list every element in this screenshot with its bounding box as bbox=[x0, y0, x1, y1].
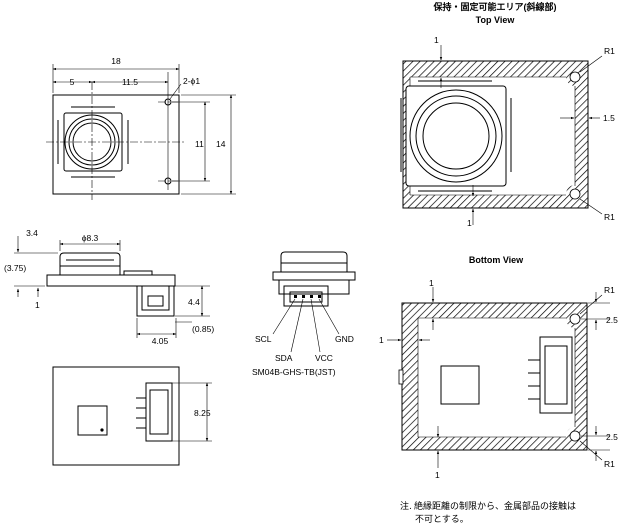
bottom-view-dim-1-left: 1 bbox=[379, 335, 384, 345]
bottom-view-connector bbox=[539, 336, 573, 414]
dim-4-4-label: 4.4 bbox=[188, 297, 200, 307]
top-view-heading-jp: 保持・固定可能エリア(斜線部) bbox=[433, 1, 557, 12]
bottom-view-inner-edges bbox=[417, 317, 576, 438]
top-view-dim-1-bottom: 1 bbox=[467, 218, 472, 228]
pin-vcc-label: VCC bbox=[315, 353, 333, 363]
front-sensor-ring-mid bbox=[68, 118, 116, 166]
bottom-view-chip bbox=[440, 365, 480, 405]
front-sensor-pads bbox=[57, 106, 129, 178]
bottom-view-connector-inner bbox=[544, 345, 568, 405]
dim-phi-8-3-label: ϕ8.3 bbox=[82, 233, 99, 243]
side-view: 3.4 (3.75) ϕ8.3 1 4.4 (0.85) 4.05 bbox=[4, 228, 214, 346]
top-view-ring-inner bbox=[422, 102, 490, 170]
pin-gnd-label: GND bbox=[335, 334, 354, 344]
conn-pcb bbox=[272, 271, 356, 281]
top-view-hole-bottom bbox=[569, 188, 581, 200]
dim-11-5-label: 11.5 bbox=[122, 77, 138, 87]
dim-8-25-label: 8.25 bbox=[194, 408, 211, 418]
top-view-heading: Top View bbox=[476, 15, 516, 25]
bottom-view-hole-bottom bbox=[569, 430, 581, 442]
dim-4-05-label: 4.05 bbox=[152, 336, 169, 346]
bottom-view-dim-2-5-bottom: 2.5 bbox=[606, 432, 618, 442]
back-pcb-outline bbox=[52, 366, 180, 466]
bottom-view-dim-1-top: 1 bbox=[429, 278, 434, 288]
bottom-view-hole-top bbox=[569, 313, 581, 325]
top-view-outline bbox=[402, 60, 589, 209]
back-connector bbox=[145, 382, 173, 442]
top-view: 保持・固定可能エリア(斜線部) Top View 1 1 1.5 R1 R1 bbox=[400, 1, 615, 228]
footnote-label: 注. bbox=[400, 502, 412, 512]
pin-scl-label: SCL bbox=[255, 334, 272, 344]
bottom-view-r1-top: R1 bbox=[604, 285, 615, 295]
dim-1-label: 1 bbox=[35, 300, 40, 310]
bottom-view-dim-2-5-top: 2.5 bbox=[606, 315, 618, 325]
side-connector bbox=[136, 285, 175, 317]
dim-3-75-label: (3.75) bbox=[4, 263, 26, 273]
bottom-view-dim-1-bottom: 1 bbox=[435, 470, 440, 480]
hole-callout: 2-ϕ1 bbox=[183, 76, 200, 86]
side-component bbox=[123, 270, 153, 276]
top-view-r1-bottom: R1 bbox=[604, 212, 615, 222]
bottom-view-heading: Bottom View bbox=[469, 255, 524, 265]
bottom-view-connector-pins bbox=[528, 359, 540, 400]
bottom-view-edge-notch bbox=[398, 369, 404, 385]
back-chip bbox=[77, 405, 108, 436]
bottom-view: Bottom View 1 1 1 2.5 2.5 R1 bbox=[379, 255, 618, 480]
conn-housing-slot bbox=[289, 291, 323, 303]
side-pcb bbox=[46, 274, 176, 287]
conn-sensor-body bbox=[280, 251, 348, 272]
dim-3-4-label: 3.4 bbox=[26, 228, 38, 238]
dim-14-label: 14 bbox=[216, 139, 226, 149]
front-view: 18 5 11.5 2-ϕ1 11 14 bbox=[46, 56, 236, 200]
top-view-inner-edges bbox=[409, 76, 576, 196]
dim-18-label: 18 bbox=[111, 56, 121, 66]
conn-pins bbox=[294, 295, 321, 298]
top-view-sensor-pads bbox=[400, 80, 512, 192]
side-sensor-lines bbox=[60, 259, 120, 267]
dim-0-85-label: (0.85) bbox=[192, 324, 214, 334]
back-connector-inner bbox=[149, 389, 169, 435]
top-view-dim-1-top: 1 bbox=[434, 35, 439, 45]
connector-view: SCL SDA VCC GND SM04B-GHS-TB(JST) bbox=[252, 251, 356, 377]
top-view-ring-mid bbox=[415, 95, 497, 177]
side-sensor-body bbox=[59, 252, 121, 275]
footnote-line1: 絶縁距離の制限から、金属部品の接触は bbox=[414, 502, 577, 512]
bottom-view-outline bbox=[401, 302, 588, 451]
conn-housing-top bbox=[278, 279, 350, 295]
bottom-view-hatch-area bbox=[402, 303, 587, 450]
footnote: 注.絶縁距離の制限から、金属部品の接触は 不可とする。 bbox=[400, 501, 625, 527]
top-view-ring-outer bbox=[409, 89, 503, 183]
conn-housing bbox=[283, 285, 329, 307]
back-connector-pins bbox=[136, 397, 146, 429]
footnote-line2: 不可とする。 bbox=[415, 515, 469, 525]
top-view-dim-1-5: 1.5 bbox=[603, 113, 615, 123]
dim-11-label: 11 bbox=[195, 139, 204, 149]
connector-part-label: SM04B-GHS-TB(JST) bbox=[252, 367, 336, 377]
front-sensor-ring-inner bbox=[72, 122, 112, 162]
side-connector-inner bbox=[141, 286, 170, 311]
dim-5-label: 5 bbox=[70, 77, 75, 87]
top-view-hole-top bbox=[569, 71, 581, 83]
front-pcb-outline bbox=[52, 94, 180, 195]
top-view-r1-top: R1 bbox=[604, 46, 615, 56]
bottom-view-r1-bottom: R1 bbox=[604, 459, 615, 469]
back-view: 8.25 bbox=[52, 366, 212, 466]
pin-sda-label: SDA bbox=[275, 353, 293, 363]
